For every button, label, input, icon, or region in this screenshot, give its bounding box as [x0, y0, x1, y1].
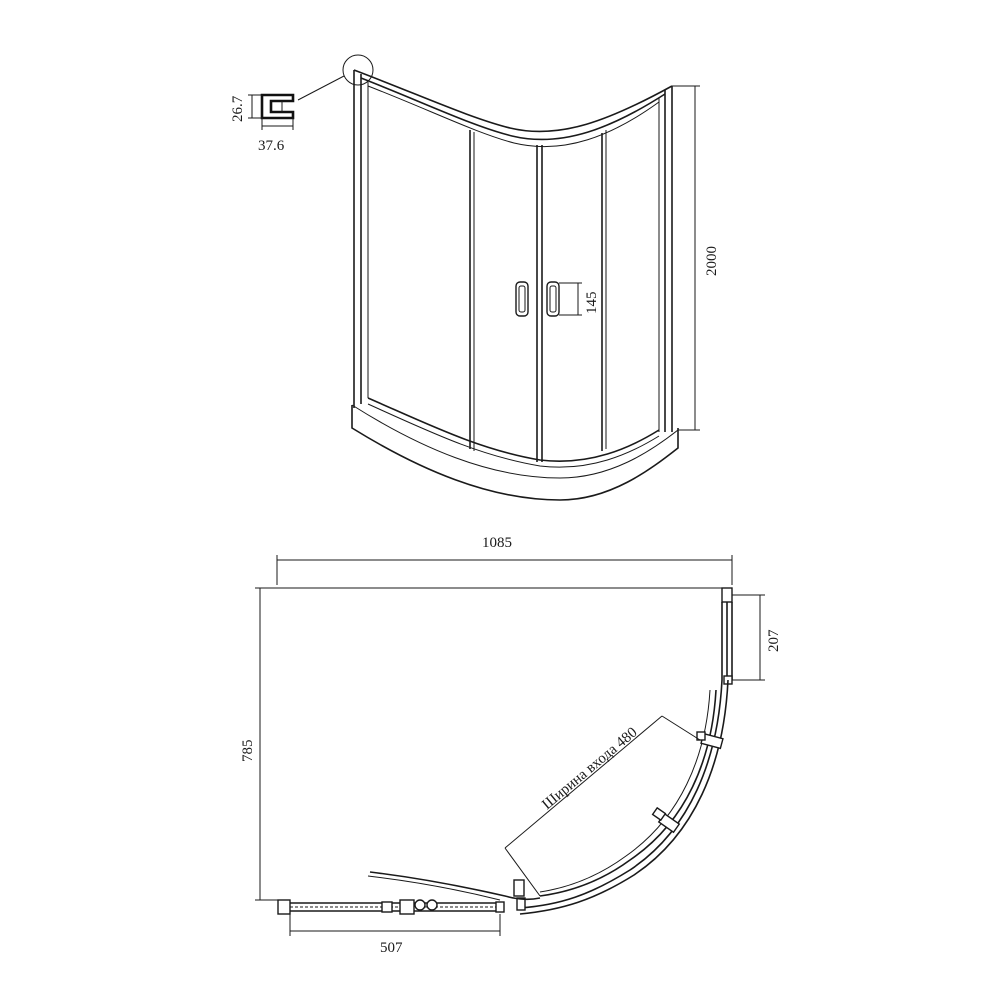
- left-frame-post: [353, 70, 369, 408]
- handle-height-dimension: 145: [559, 282, 600, 316]
- bottom-track: [277, 899, 505, 915]
- handle-height-label: 145: [584, 292, 600, 315]
- elevation-view: 145 2000 26.7 37.6: [230, 54, 720, 501]
- bottom-curved-rail: [367, 397, 660, 468]
- profile-section-icon: 26.7 37.6: [230, 93, 295, 154]
- door-handle-right: [546, 281, 560, 317]
- right-wall-profile: [721, 587, 733, 685]
- door-width-label: 507: [380, 940, 403, 956]
- door-width-dimension: 507: [289, 914, 501, 956]
- entrance-width-label: Ширина входа 480: [539, 724, 640, 813]
- total-width-dimension: 1085: [276, 535, 733, 585]
- profile-height-label: 26.7: [230, 95, 246, 122]
- door-roller-middle: [651, 806, 681, 834]
- door-handle-left: [515, 281, 529, 317]
- door-roller-lower: [513, 879, 526, 911]
- height-label: 2000: [704, 246, 720, 276]
- depth-dimension: 785: [240, 587, 290, 901]
- fixed-panel-label: 207: [766, 629, 782, 652]
- shower-tray: [351, 404, 679, 501]
- door-swing-arc: [369, 871, 541, 901]
- entrance-width-dimension: Ширина входа 480: [504, 715, 701, 897]
- depth-label: 785: [240, 740, 256, 763]
- height-dimension: 2000: [672, 85, 720, 431]
- top-curved-rail: [353, 69, 673, 148]
- right-frame-post: [658, 86, 673, 432]
- glass-panel-lines: [469, 130, 607, 462]
- door-roller-upper: [696, 731, 724, 750]
- plan-view: 1085 785 207: [240, 535, 782, 956]
- profile-width-label: 37.6: [258, 138, 285, 154]
- total-width-label: 1085: [482, 535, 512, 551]
- profile-detail-callout: [297, 54, 374, 101]
- fixed-panel-dimension: 207: [732, 594, 782, 681]
